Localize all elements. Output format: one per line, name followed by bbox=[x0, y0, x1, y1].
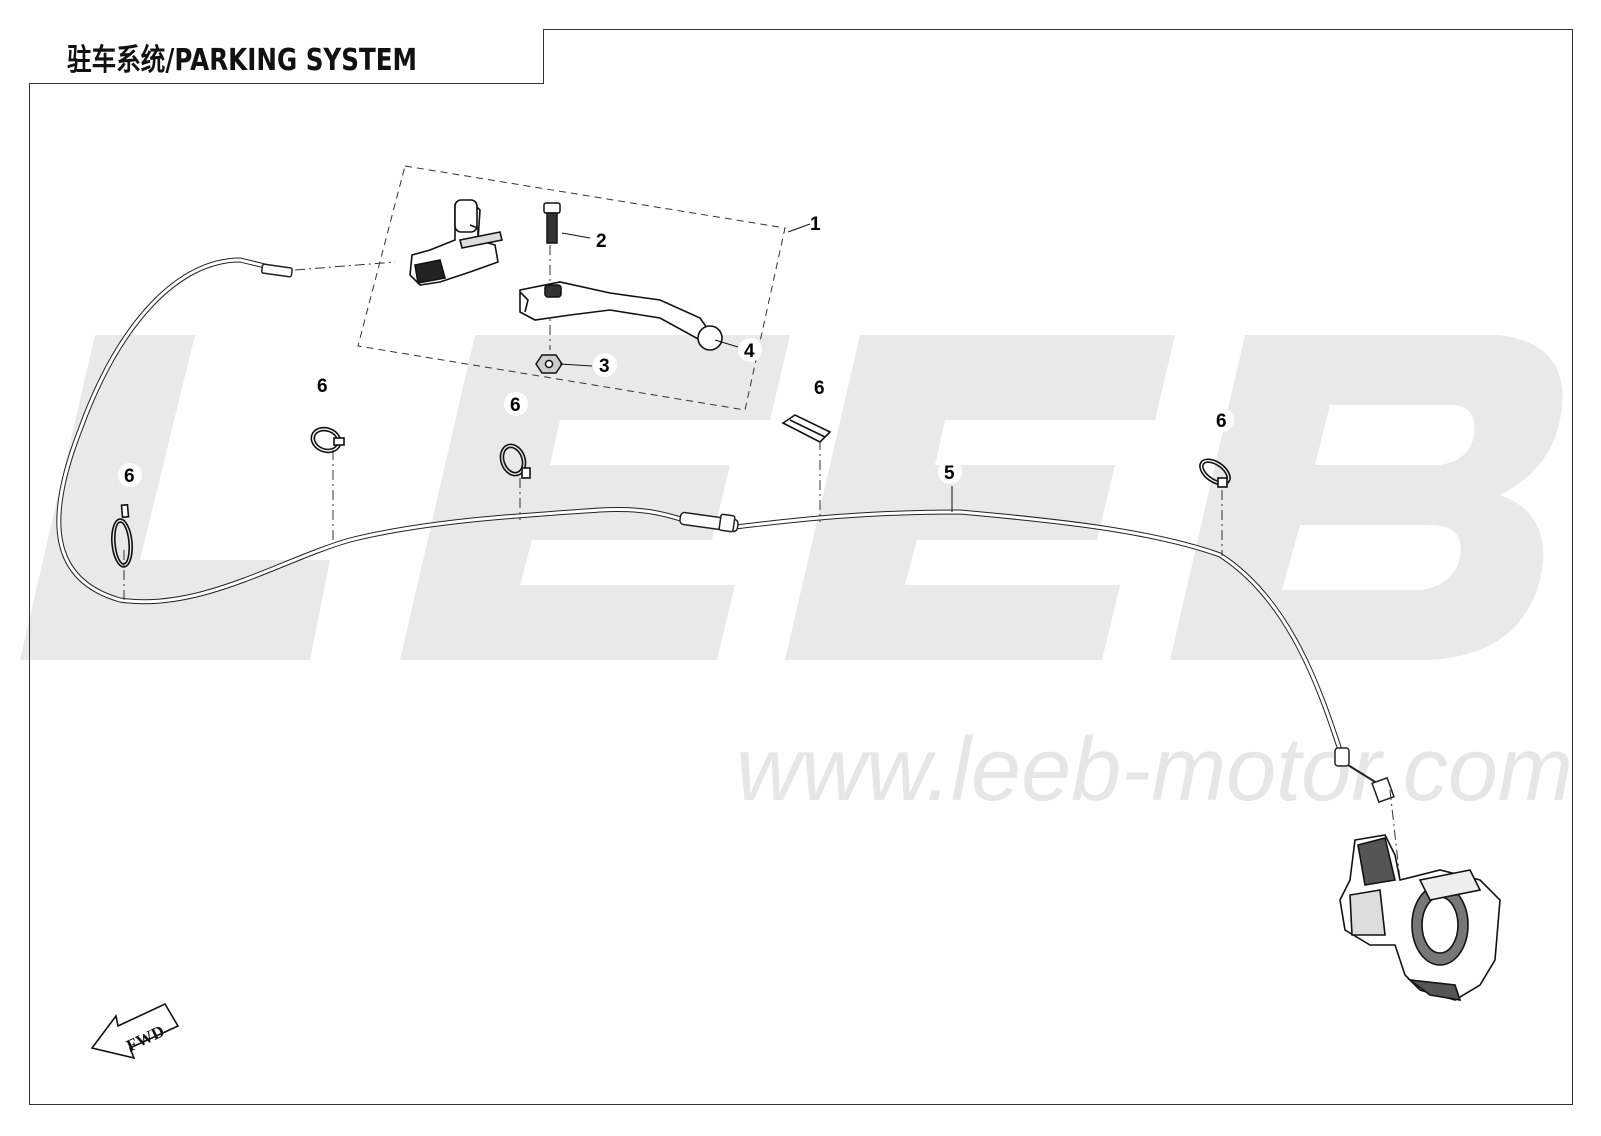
brake-caliper-icon bbox=[1339, 834, 1501, 1002]
clamp-icons bbox=[111, 414, 1231, 568]
assembly-boundary bbox=[357, 165, 786, 411]
callout-3: 3 bbox=[599, 356, 610, 377]
clamp-icon-2 bbox=[310, 426, 345, 454]
callout-6-a: 6 bbox=[124, 466, 135, 487]
callout-5: 5 bbox=[944, 463, 955, 484]
callout-4: 4 bbox=[744, 341, 755, 362]
callout-1: 1 bbox=[810, 214, 821, 235]
cable-tie-icon-1 bbox=[111, 503, 133, 568]
diagram-frame bbox=[29, 29, 1573, 1105]
brake-lever-icon bbox=[519, 281, 723, 351]
callout-6-d: 6 bbox=[814, 378, 825, 399]
lever-bracket-icon bbox=[409, 199, 503, 286]
nut-icon bbox=[535, 354, 563, 374]
watermark-url: www.leeb-motor.com bbox=[736, 720, 1573, 820]
callout-6-b: 6 bbox=[317, 376, 328, 397]
leader-lines bbox=[123, 245, 1401, 881]
callout-6-e: 6 bbox=[1216, 411, 1227, 432]
parking-cable bbox=[56, 257, 1395, 804]
callout-2: 2 bbox=[596, 231, 607, 252]
clamp-icon-5 bbox=[1199, 458, 1231, 488]
callouts: 1 2 3 4 5 6 6 6 6 6 bbox=[118, 214, 1234, 512]
clip-icon-4 bbox=[781, 414, 832, 443]
callout-6-c: 6 bbox=[510, 395, 521, 416]
bolt-icon bbox=[543, 202, 561, 244]
title-box: 驻车系统/PARKING SYSTEM bbox=[29, 29, 544, 84]
page-title: 驻车系统/PARKING SYSTEM bbox=[67, 43, 418, 78]
clamp-icon-3 bbox=[499, 443, 531, 479]
